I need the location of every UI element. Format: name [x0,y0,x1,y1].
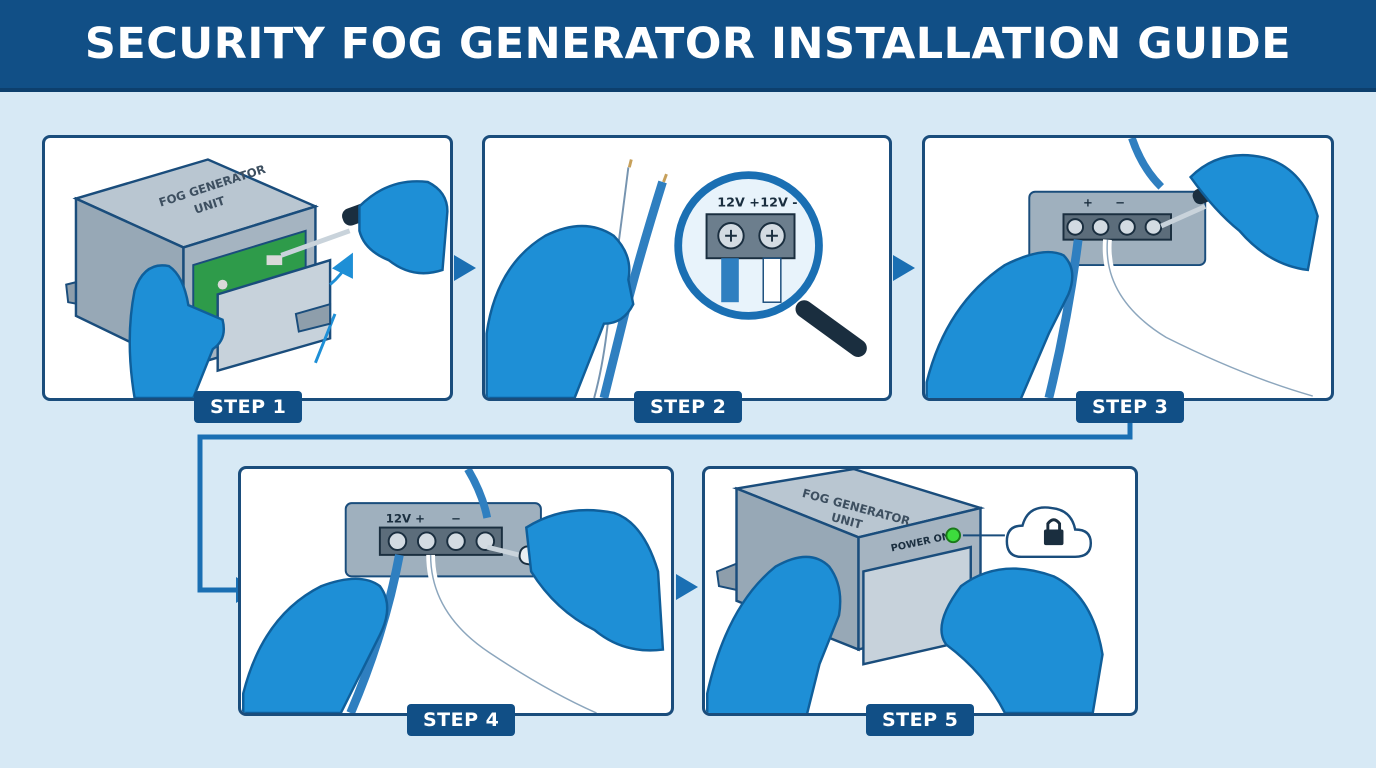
step-4-label: STEP 4 [407,704,516,736]
step-4-panel: 12V + − [238,466,674,716]
title-banner: SECURITY FOG GENERATOR INSTALLATION GUID… [0,0,1376,92]
terminal-label: 12V - [760,194,797,209]
step-2-illustration: 12V + 12V - [485,159,867,398]
page-title: SECURITY FOG GENERATOR INSTALLATION GUID… [84,19,1292,69]
terminal-label: 12V + [386,512,425,526]
step-5-panel: FOG GENERATOR UNIT POWER ON [702,466,1138,716]
terminal-label: + [1083,195,1093,209]
step-3-illustration: + − [925,138,1319,398]
power-led [945,527,961,544]
step-5-illustration: FOG GENERATOR UNIT POWER ON [706,469,1104,713]
step-3-panel: + − [922,135,1334,401]
step-2-panel: 12V + 12V - [482,135,892,401]
flow-arrow-icon [454,255,476,281]
step-4-illustration: 12V + − [242,469,665,713]
flow-arrow-icon [676,574,698,600]
cloud-lock-icon [1005,506,1093,559]
step-5-label: STEP 5 [866,704,975,736]
magnifier-icon: 12V + 12V - [674,171,867,357]
step-1-label: STEP 1 [194,391,303,423]
step-3-label: STEP 3 [1076,391,1185,423]
step-1-panel: FOG GENERATOR UNIT [42,135,453,401]
step-2-label: STEP 2 [634,391,743,423]
step-1-illustration: FOG GENERATOR UNIT [65,158,449,398]
flow-arrow-icon [893,255,915,281]
terminal-label: − [1115,195,1125,209]
terminal-label: 12V + [717,194,760,209]
terminal-label: − [451,512,461,526]
